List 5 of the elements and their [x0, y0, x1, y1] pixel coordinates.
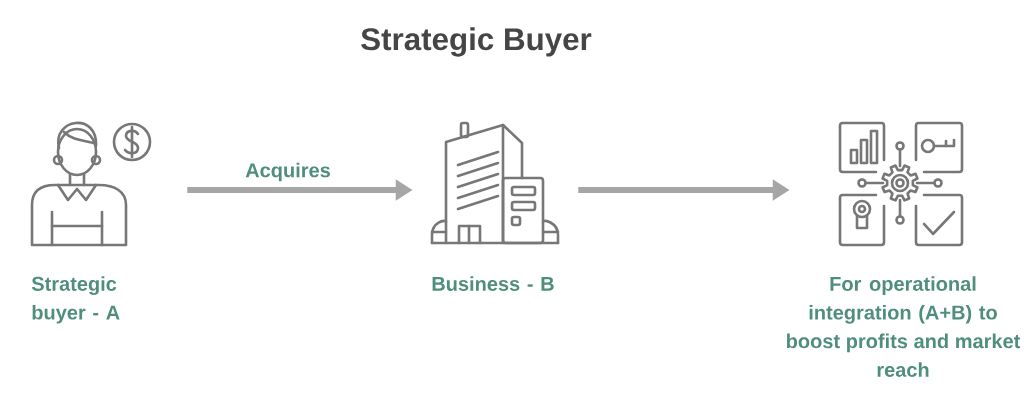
node-label: For operational integration (A+B) to boost profits and market reach: [786, 276, 1021, 377]
node-label: Business - B: [432, 276, 554, 291]
title: Strategic Buyer: [361, 27, 592, 57]
node-label: Strategic buyer - A: [31, 276, 120, 324]
edge-label: Acquires: [243, 161, 333, 183]
